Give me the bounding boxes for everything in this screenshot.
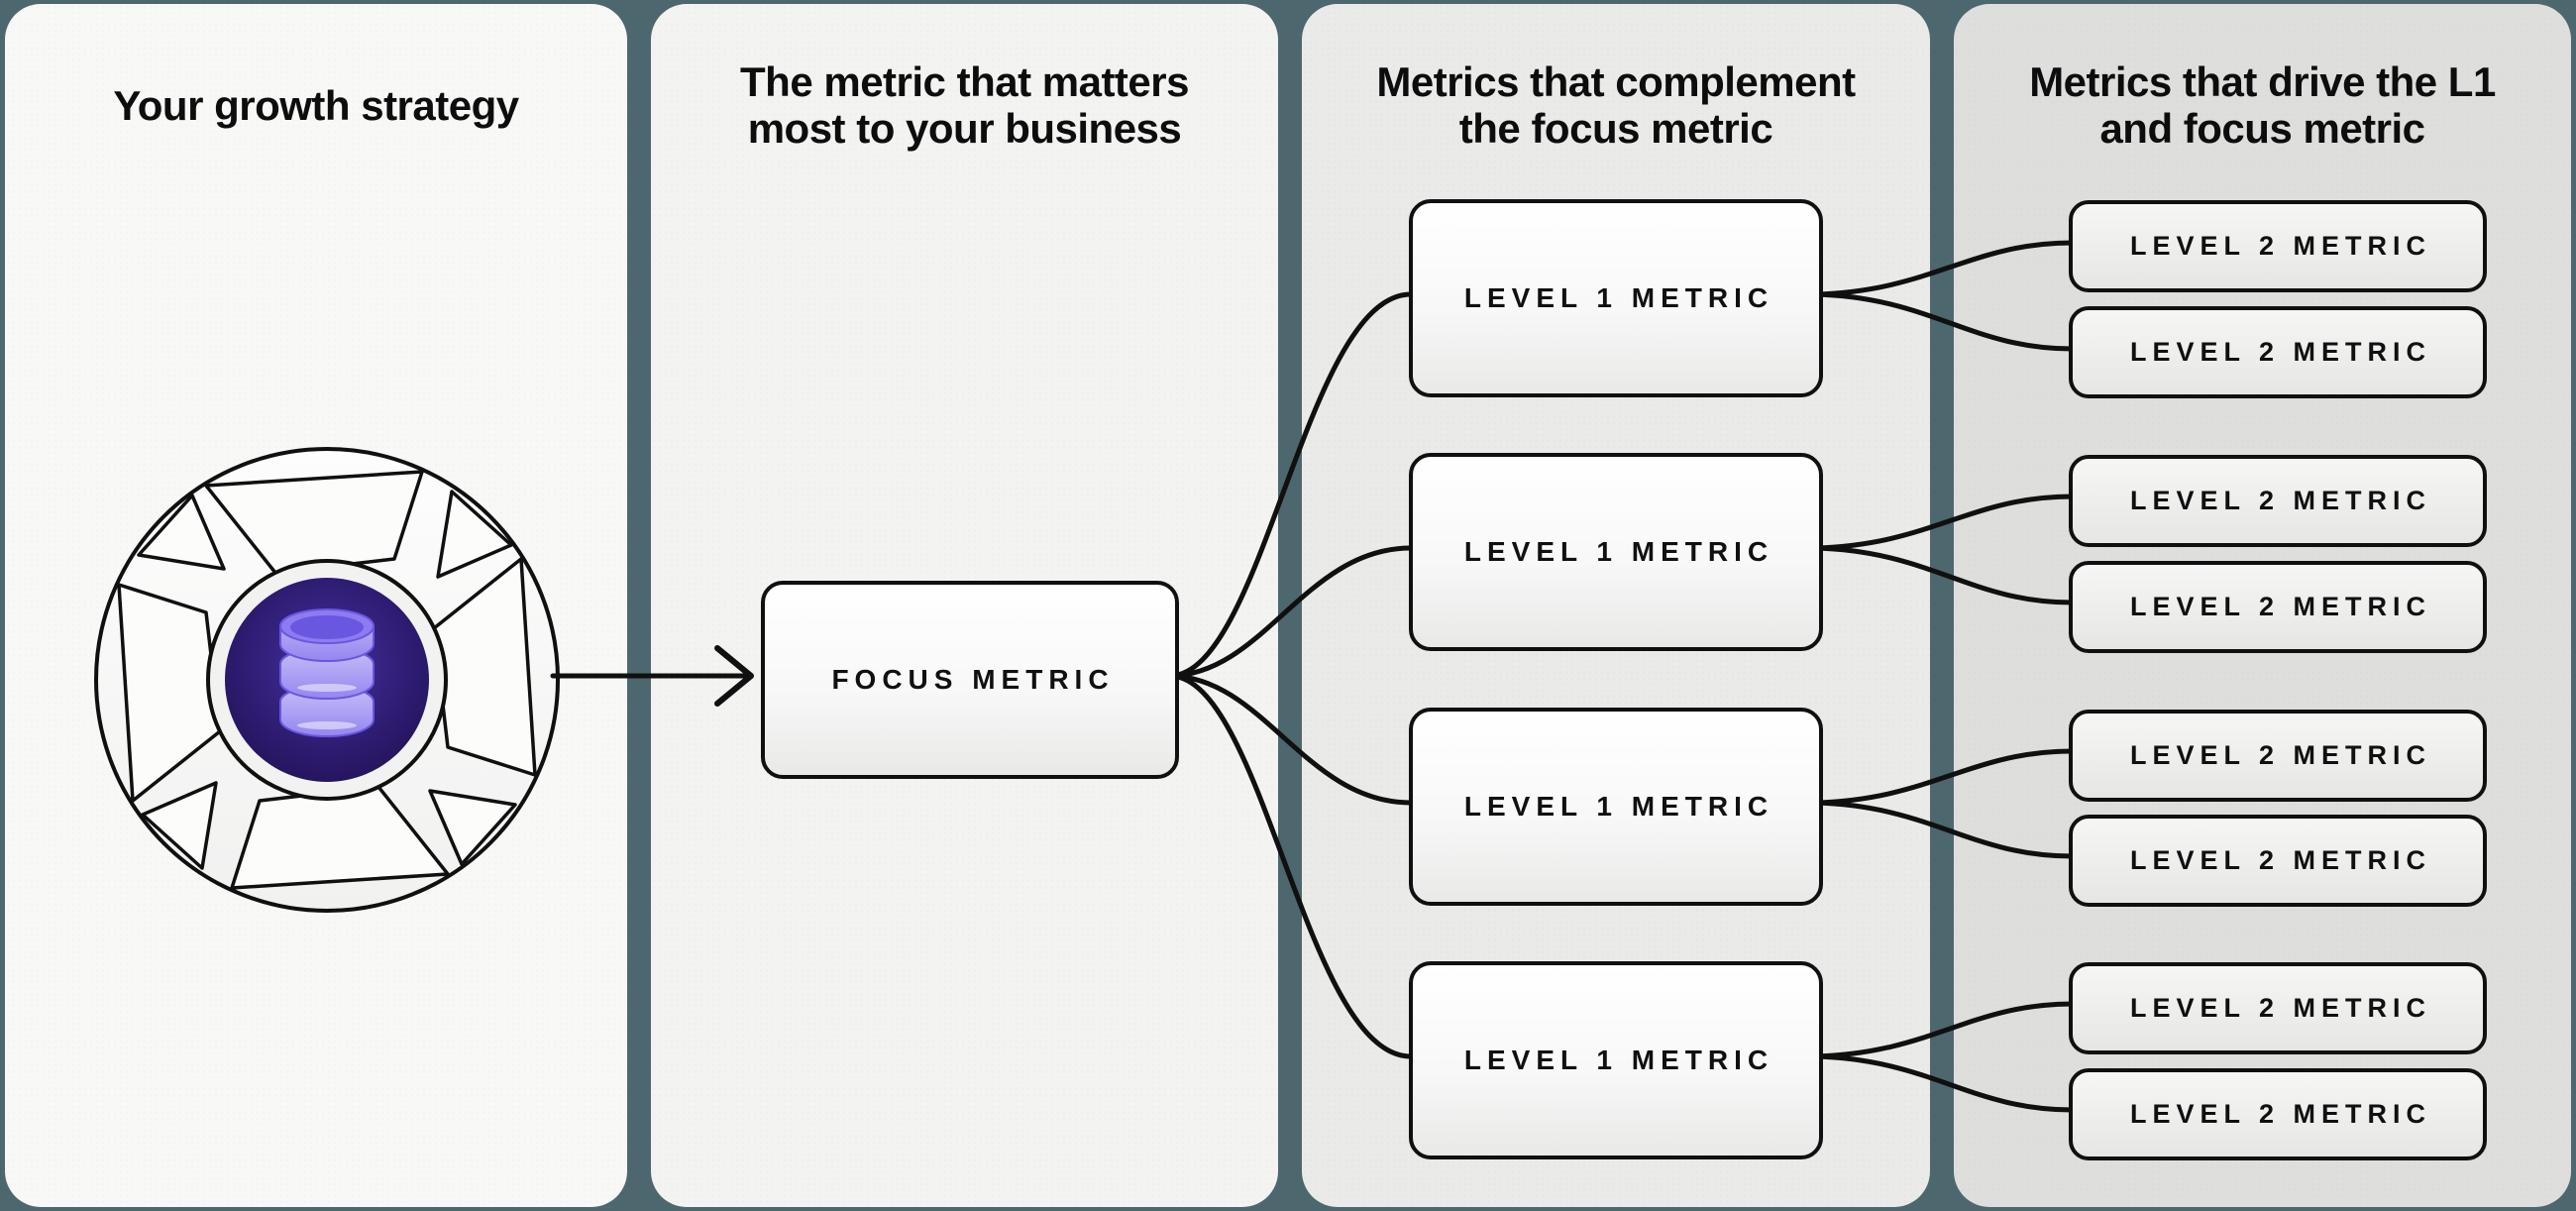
panel-title-level2-metrics: Metrics that drive the L1 and focus metr… [1954,57,2571,153]
level1-metric-label: LEVEL 1 METRIC [1463,791,1774,822]
level1-metric-label: LEVEL 1 METRIC [1463,282,1774,313]
focus-metric-node: FOCUS METRIC [761,581,1179,779]
level2-metric-node: LEVEL 2 METRIC [2069,561,2487,653]
panel-growth-strategy: Your growth strategy [5,4,627,1207]
level1-metric-node: LEVEL 1 METRIC [1409,961,1823,1159]
database-icon [279,608,375,737]
level2-metric-node: LEVEL 2 METRIC [2069,200,2487,292]
panel-title-line: Metrics that drive the L1 [2029,58,2496,105]
panel-title-line: and focus metric [2099,105,2425,152]
level2-metric-label: LEVEL 2 METRIC [2129,337,2432,367]
panel-title-line: Metrics that complement [1376,58,1856,105]
panel-title-line: the focus metric [1458,105,1773,152]
panel-title-line: Your growth strategy [113,81,519,129]
level1-metric-label: LEVEL 1 METRIC [1463,536,1774,567]
level2-metric-node: LEVEL 2 METRIC [2069,962,2487,1054]
panel-title-line: most to your business [747,105,1182,152]
level2-metric-node: LEVEL 2 METRIC [2069,1068,2487,1160]
level1-metric-node: LEVEL 1 METRIC [1409,199,1823,397]
level1-metric-node: LEVEL 1 METRIC [1409,453,1823,651]
level2-metric-label: LEVEL 2 METRIC [2129,592,2432,621]
level2-metric-label: LEVEL 2 METRIC [2129,740,2432,770]
level2-metric-label: LEVEL 2 METRIC [2129,231,2432,261]
level2-metric-node: LEVEL 2 METRIC [2069,710,2487,802]
level2-metric-node: LEVEL 2 METRIC [2069,455,2487,547]
growth-flywheel-icon [94,447,560,913]
panel-title-growth-strategy: Your growth strategy [5,57,627,153]
level2-metric-label: LEVEL 2 METRIC [2129,993,2432,1023]
level2-metric-label: LEVEL 2 METRIC [2129,486,2432,515]
level2-metric-label: LEVEL 2 METRIC [2129,1099,2432,1129]
focus-metric-label: FOCUS METRIC [831,664,1115,695]
panel-title-focus-metric: The metric that matters most to your bus… [651,57,1278,153]
level2-metric-node: LEVEL 2 METRIC [2069,815,2487,907]
level2-metric-node: LEVEL 2 METRIC [2069,306,2487,398]
level1-metric-label: LEVEL 1 METRIC [1463,1045,1774,1075]
panel-title-level1-metrics: Metrics that complement the focus metric [1302,57,1930,153]
level2-metric-label: LEVEL 2 METRIC [2129,845,2432,875]
panel-title-line: The metric that matters [740,58,1189,105]
level1-metric-node: LEVEL 1 METRIC [1409,708,1823,906]
flywheel-blades [117,470,537,890]
